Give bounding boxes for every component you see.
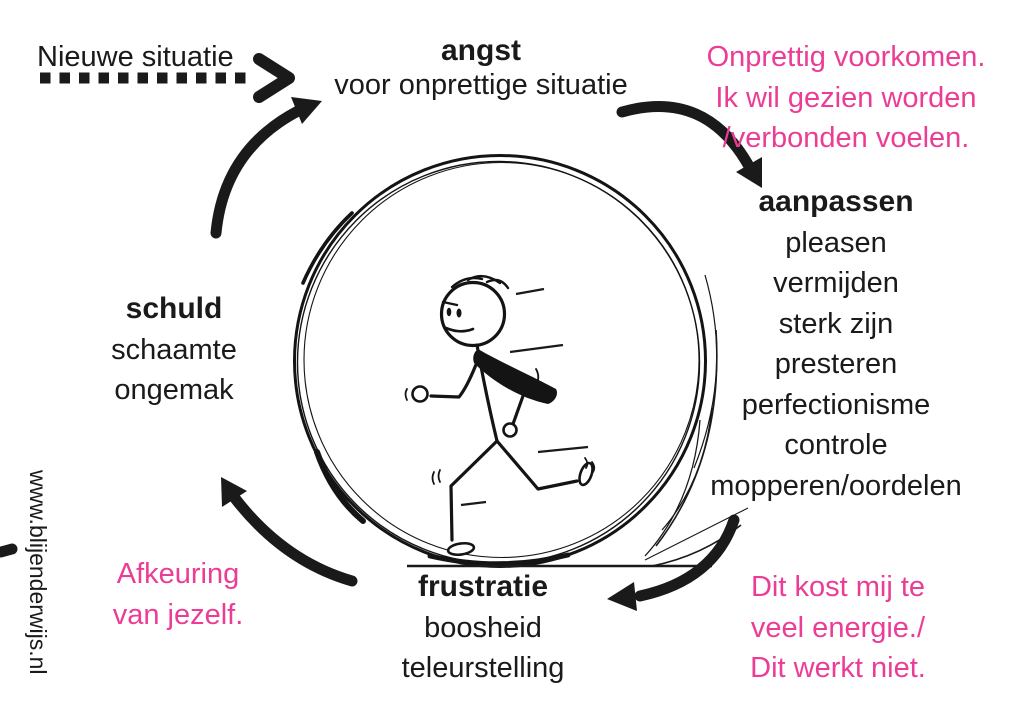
edge-mark [0, 543, 18, 558]
list-item: schaamte [111, 333, 237, 366]
list-item: sterk zijn [778, 307, 894, 340]
node-frustratie: frustratie boosheid teleurstelling [402, 567, 565, 689]
annotation-line: Afkeuring [116, 558, 240, 590]
node-schuld-title: schuld [125, 292, 223, 325]
list-item: controle [784, 429, 888, 461]
dashed-arrow-right-icon [40, 53, 295, 103]
list-item: vermijden [773, 267, 899, 299]
annotation-bottom-left: Afkeuring van jezelf. [113, 554, 244, 635]
hamster-wheel [293, 154, 718, 568]
list-item: mopperen/oordelen [710, 469, 962, 502]
curved-arrow-up-right-icon [210, 97, 322, 239]
running-stick-figure [404, 275, 596, 557]
node-angst-title: angst [440, 34, 521, 67]
annotation-top-right: Onprettig voorkomen. Ik wil gezien worde… [707, 37, 986, 159]
node-angst-subtitle: voor onprettige situatie [334, 69, 628, 101]
trigger-label: Nieuwe situatie [37, 41, 234, 73]
watermark-url: www.blijenderwijs.nl [25, 470, 51, 675]
list-item: boosheid [424, 611, 542, 644]
annotation-line: Onprettig voorkomen. [706, 41, 986, 73]
node-schuld: schuld schaamte ongemak [111, 289, 237, 411]
annotation-line: Ik wil gezien worden [715, 81, 977, 114]
list-item: presteren [774, 348, 898, 380]
annotation-line: Dit kost mij te [750, 571, 926, 603]
list-item: teleurstelling [401, 652, 565, 684]
motion-lines [460, 287, 749, 567]
node-aanpassen: aanpassen pleasen vermijden sterk zijn p… [710, 182, 962, 506]
annotation-line: van jezelf. [112, 598, 244, 631]
annotation-line: Dit werkt niet. [750, 652, 926, 684]
list-item: pleasen [785, 226, 887, 259]
curved-arrow-down-right-icon [616, 100, 762, 188]
list-item: ongemak [114, 374, 234, 406]
list-item: perfectionisme [741, 388, 931, 421]
annotation-line: /verbonden voelen. [722, 122, 970, 154]
annotation-bottom-right: Dit kost mij te veel energie./ Dit werkt… [750, 567, 926, 689]
curved-arrow-left-icon [607, 514, 740, 611]
node-frustratie-title: frustratie [417, 570, 549, 603]
annotation-line: veel energie./ [750, 611, 926, 644]
curved-arrow-up-left-icon [221, 477, 358, 587]
node-angst: angst voor onprettige situatie [334, 33, 627, 103]
node-aanpassen-title: aanpassen [758, 185, 914, 218]
